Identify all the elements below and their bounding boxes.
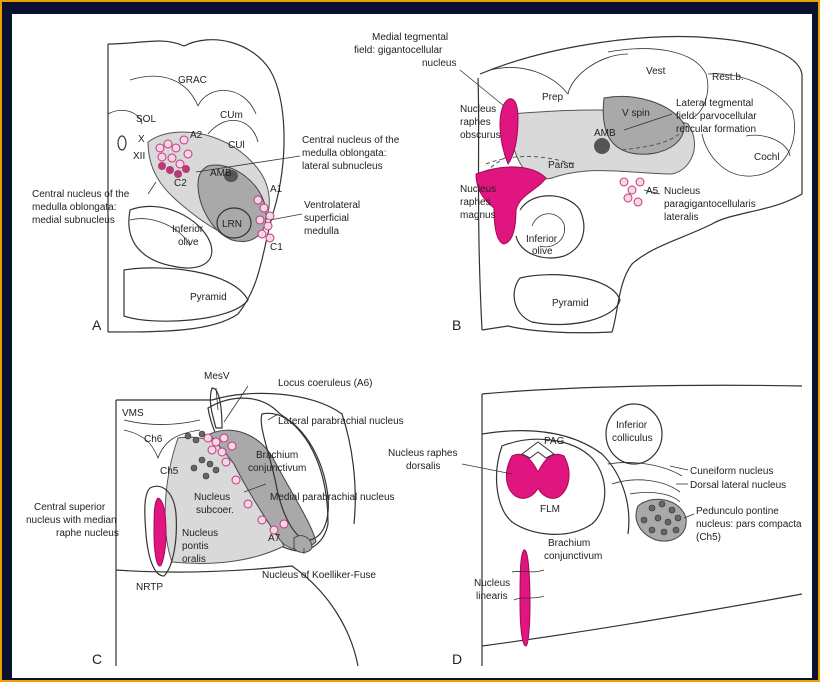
callout-central-superior-2: nucleus with median: [26, 515, 117, 526]
panel-d: PAG FLM Inferior colliculus Nucleus raph…: [388, 385, 802, 667]
callout-medial-tegmental-3: nucleus: [422, 58, 456, 69]
callout-central-medial-2: medulla oblongata:: [32, 202, 117, 213]
label-x: X: [138, 134, 145, 145]
callout-medial-tegmental-2: field: gigantocellular: [354, 45, 443, 56]
label-olive-a: olive: [178, 237, 199, 248]
label-olive-b: olive: [532, 246, 553, 257]
label-pontis-3: oralis: [182, 554, 206, 565]
label-flm: FLM: [540, 504, 560, 515]
label-sol: SOL: [136, 114, 156, 125]
label-amb-b: AMB: [594, 128, 616, 139]
callout-brachium-d-2: conjunctivum: [544, 551, 602, 562]
panel-a: GRAC CUm CUl SOL X XII A2 C2 AMB A1 LRN …: [32, 40, 400, 333]
callout-raphes-magnus-3: magnus: [460, 210, 496, 221]
label-a1: A1: [270, 184, 283, 195]
callout-paragigantocellularis-1: Nucleus: [664, 186, 700, 197]
callout-pedunculo-2: nucleus: pars compacta: [696, 519, 802, 530]
callout-central-lateral-1: Central nucleus of the: [302, 135, 400, 146]
panel-letter-b: B: [452, 317, 461, 333]
label-pyramid-b: Pyramid: [552, 298, 589, 309]
label-inferior-b: Inferior: [526, 234, 558, 245]
label-pag: PAG: [544, 436, 565, 447]
callout-raphes-obscurus-3: obscurus: [460, 130, 501, 141]
callout-brachium-d-1: Brachium: [548, 538, 590, 549]
callout-lateral-parabrachial: Lateral parabrachial nucleus: [278, 416, 404, 427]
label-a5: A5: [646, 186, 659, 197]
callout-medial-parabrachial: Medial parabrachial nucleus: [270, 492, 395, 503]
label-amb: AMB: [210, 168, 232, 179]
callout-central-superior-1: Central superior: [34, 502, 106, 513]
callout-pedunculo-3: (Ch5): [696, 532, 721, 543]
label-grac: GRAC: [178, 75, 207, 86]
callout-cuneiform: Cuneiform nucleus: [690, 466, 773, 477]
callout-raphes-dorsalis-2: dorsalis: [406, 461, 440, 472]
callout-lateral-tegmental-3: reticular formation: [676, 124, 756, 135]
callout-ventrolateral-1: Ventrolateral: [304, 200, 360, 211]
callout-linearis-2: linearis: [476, 591, 508, 602]
label-cul: CUl: [228, 140, 245, 151]
label-nucleus-c: Nucleus: [194, 492, 230, 503]
callout-central-lateral-3: lateral subnucleus: [302, 161, 383, 172]
callout-medial-tegmental-1: Medial tegmental: [372, 32, 448, 43]
label-pontis-2: pontis: [182, 541, 209, 552]
label-conjunctivum-c: conjunctivum: [248, 463, 306, 474]
panel-b: Prep Vest Rest.b. V spin AMB Parsα Cochl…: [354, 32, 802, 333]
panel-letter-a: A: [92, 317, 102, 333]
callout-lateral-tegmental-2: field: parvocellular: [676, 111, 757, 122]
callout-linearis-1: Nucleus: [474, 578, 510, 589]
label-brachium-c: Brachium: [256, 450, 298, 461]
label-a7: A7: [268, 533, 281, 544]
label-ch6: Ch6: [144, 434, 163, 445]
label-vspin: V spin: [622, 108, 650, 119]
label-subcoer: subcoer.: [196, 505, 234, 516]
label-c2: C2: [174, 178, 187, 189]
callout-raphes-magnus-2: raphes: [460, 197, 491, 208]
label-restb: Rest.b.: [712, 72, 744, 83]
label-lrn: LRN: [222, 219, 242, 230]
label-vms: VMS: [122, 408, 144, 419]
brainstem-diagram: GRAC CUm CUl SOL X XII A2 C2 AMB A1 LRN …: [12, 14, 812, 678]
callout-pedunculo-1: Pedunculo pontine: [696, 506, 779, 517]
label-prep: Prep: [542, 92, 564, 103]
label-cochl: Cochl: [754, 152, 780, 163]
callout-central-superior-3: raphe nucleus: [56, 528, 119, 539]
callout-raphes-obscurus-2: raphes: [460, 117, 491, 128]
callout-paragigantocellularis-3: lateralis: [664, 212, 698, 223]
label-pars: Parsα: [548, 160, 575, 171]
callout-raphes-dorsalis-1: Nucleus raphes: [388, 448, 457, 459]
label-nrtp: NRTP: [136, 582, 163, 593]
label-vest: Vest: [646, 66, 666, 77]
label-pyramid-a: Pyramid: [190, 292, 227, 303]
callout-ventrolateral-3: medulla: [304, 226, 339, 237]
callout-central-medial-3: medial subnucleus: [32, 215, 115, 226]
callout-central-lateral-2: medulla oblongata:: [302, 148, 387, 159]
figure-canvas: GRAC CUm CUl SOL X XII A2 C2 AMB A1 LRN …: [12, 14, 812, 678]
callout-raphes-magnus-1: Nucleus: [460, 184, 496, 195]
label-inferior-a: Inferior: [172, 224, 204, 235]
label-xii: XII: [133, 151, 145, 162]
callout-central-medial-1: Central nucleus of the: [32, 189, 130, 200]
label-colliculus: colliculus: [612, 433, 653, 444]
label-a2: A2: [190, 130, 203, 141]
panel-c: MesV VMS Ch6 Ch5 Nucleus subcoer. A7 Bra…: [26, 371, 404, 667]
callout-koelliker: Nucleus of Koelliker-Fuse: [262, 570, 376, 581]
callout-dorsal-lateral: Dorsal lateral nucleus: [690, 480, 786, 491]
label-pontis-1: Nucleus: [182, 528, 218, 539]
callout-paragigantocellularis-2: paragigantocellularis: [664, 199, 756, 210]
label-mesv: MesV: [204, 371, 230, 382]
callout-lateral-tegmental-1: Lateral tegmental: [676, 98, 753, 109]
callout-raphes-obscurus-1: Nucleus: [460, 104, 496, 115]
label-ch5: Ch5: [160, 466, 179, 477]
callout-locus: Locus coeruleus (A6): [278, 378, 373, 389]
label-c1: C1: [270, 242, 283, 253]
label-cum: CUm: [220, 110, 243, 121]
label-inferior-d: Inferior: [616, 420, 648, 431]
callout-ventrolateral-2: superficial: [304, 213, 349, 224]
panel-letter-c: C: [92, 651, 102, 667]
panel-letter-d: D: [452, 651, 462, 667]
